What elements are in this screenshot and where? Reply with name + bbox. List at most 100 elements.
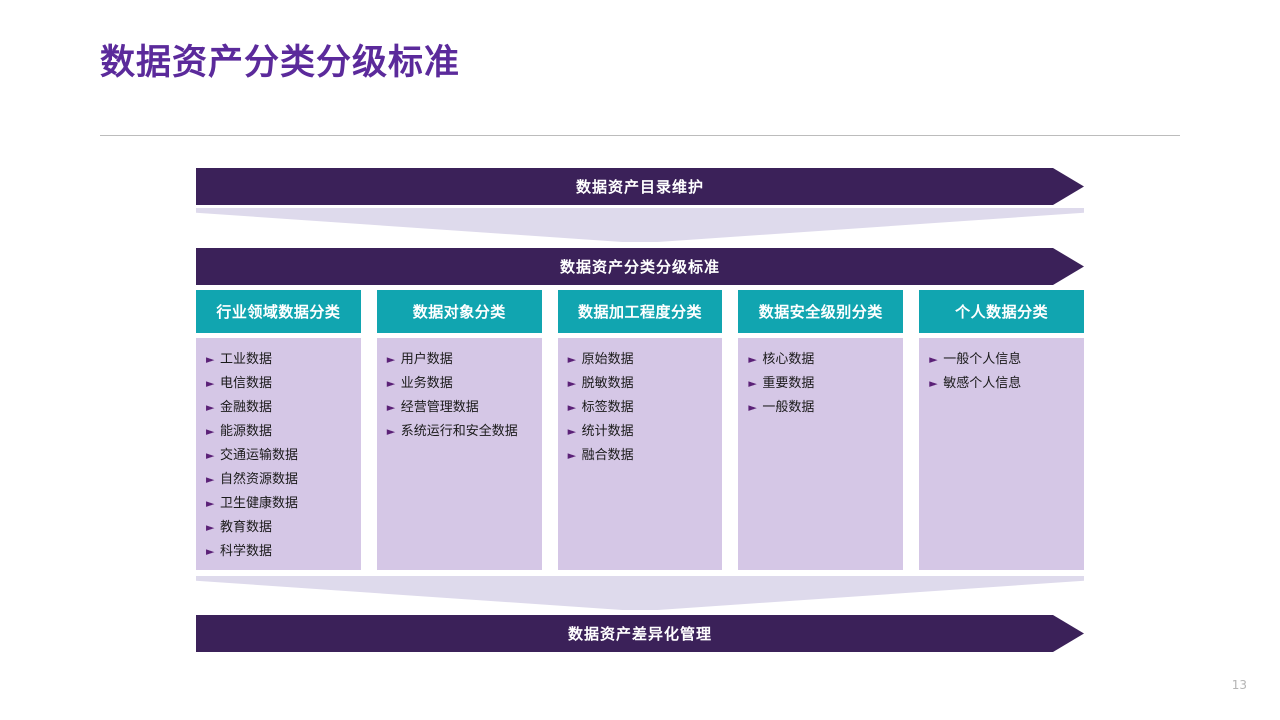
column-body-security-level: ► 核心数据 ► 重要数据 ► 一般数据: [738, 338, 904, 570]
list-item-label: 交通运输数据: [220, 448, 299, 463]
list-item-label: 金融数据: [220, 400, 273, 415]
banner-top-label: 数据资产目录维护: [575, 178, 704, 196]
column-data-object: 数据对象分类 ► 用户数据 ► 业务数据 ► 经营管理数据: [376, 290, 542, 570]
banner-differentiated-management[interactable]: 数据资产差异化管理: [196, 615, 1084, 652]
banner-bottom-label: 数据资产差异化管理: [567, 625, 712, 643]
list-item-label: 重要数据: [762, 376, 815, 391]
triangle-bullet-icon: ►: [386, 401, 396, 414]
list-item[interactable]: ► 经营管理数据: [387, 396, 534, 420]
list-item-label: 系统运行和安全数据: [400, 424, 518, 439]
category-list: ► 用户数据 ► 业务数据 ► 经营管理数据 ► 系统运行和安全数据: [387, 348, 534, 444]
list-item[interactable]: ► 教育数据: [206, 516, 353, 540]
list-item-label: 能源数据: [220, 424, 273, 439]
triangle-bullet-icon: ►: [206, 377, 215, 390]
triangle-bullet-icon: ►: [206, 449, 215, 462]
list-item[interactable]: ► 脱敏数据: [568, 372, 715, 396]
list-item-label: 原始数据: [581, 352, 634, 367]
triangle-bullet-icon: ►: [386, 377, 396, 390]
list-item-label: 工业数据: [220, 352, 273, 367]
list-item[interactable]: ► 一般个人信息: [929, 348, 1076, 372]
banner-catalog-maintenance[interactable]: 数据资产目录维护: [196, 168, 1084, 205]
column-security-level: 数据安全级别分类 ► 核心数据 ► 重要数据 ► 一般数据: [738, 290, 904, 570]
list-item-label: 用户数据: [400, 352, 453, 367]
list-item-label: 敏感个人信息: [943, 376, 1022, 391]
triangle-bullet-icon: ►: [567, 449, 577, 462]
list-item[interactable]: ► 原始数据: [568, 348, 715, 372]
triangle-bullet-icon: ►: [206, 497, 215, 510]
list-item[interactable]: ► 标签数据: [568, 396, 715, 420]
category-list: ► 原始数据 ► 脱敏数据 ► 标签数据 ► 统计数据: [568, 348, 715, 468]
list-item-label: 经营管理数据: [400, 400, 479, 415]
list-item[interactable]: ► 工业数据: [206, 348, 353, 372]
category-columns: 行业领域数据分类 ► 工业数据 ► 电信数据 ► 金融数据: [196, 290, 1084, 570]
list-item[interactable]: ► 自然资源数据: [206, 468, 353, 492]
title-divider: [100, 135, 1180, 136]
triangle-bullet-icon: ►: [206, 521, 215, 534]
list-item[interactable]: ► 电信数据: [206, 372, 353, 396]
column-header-industry-domain[interactable]: 行业领域数据分类: [196, 290, 361, 333]
column-body-data-object: ► 用户数据 ► 业务数据 ► 经营管理数据 ► 系统运行和安全数据: [376, 338, 542, 570]
banner-mid-label: 数据资产分类分级标准: [559, 258, 720, 276]
column-personal-data: 个人数据分类 ► 一般个人信息 ► 敏感个人信息: [919, 290, 1084, 570]
column-header-security-level[interactable]: 数据安全级别分类: [738, 290, 904, 333]
list-item-label: 核心数据: [762, 352, 815, 367]
banner-classification-standard[interactable]: 数据资产分类分级标准: [196, 248, 1084, 285]
list-item[interactable]: ► 敏感个人信息: [929, 372, 1076, 396]
connector-bottom-arrow: [196, 576, 1084, 610]
triangle-bullet-icon: ►: [748, 377, 757, 390]
list-item[interactable]: ► 统计数据: [568, 420, 715, 444]
list-item-label: 电信数据: [220, 376, 273, 391]
list-item[interactable]: ► 系统运行和安全数据: [387, 420, 534, 444]
column-header-personal-data[interactable]: 个人数据分类: [919, 290, 1084, 333]
triangle-bullet-icon: ►: [206, 353, 215, 366]
list-item[interactable]: ► 科学数据: [206, 540, 353, 564]
list-item-label: 标签数据: [581, 400, 634, 415]
list-item-label: 业务数据: [400, 376, 453, 391]
column-body-personal-data: ► 一般个人信息 ► 敏感个人信息: [919, 338, 1084, 570]
page-title: 数据资产分类分级标准: [100, 43, 461, 83]
column-header-label: 数据对象分类: [412, 303, 506, 321]
triangle-bullet-icon: ►: [748, 401, 757, 414]
list-item[interactable]: ► 能源数据: [206, 420, 353, 444]
connector-top-arrow: [196, 208, 1084, 242]
triangle-bullet-icon: ►: [929, 353, 938, 366]
column-header-label: 个人数据分类: [955, 303, 1049, 321]
classification-diagram: 数据资产目录维护 数据资产分类分级标准 行业领域数据分类 ► 工业数据 ► 电信…: [196, 168, 1084, 652]
list-item[interactable]: ► 核心数据: [748, 348, 895, 372]
list-item[interactable]: ► 一般数据: [748, 396, 895, 420]
list-item-label: 教育数据: [220, 520, 273, 535]
category-list: ► 一般个人信息 ► 敏感个人信息: [929, 348, 1076, 396]
list-item[interactable]: ► 卫生健康数据: [206, 492, 353, 516]
triangle-bullet-icon: ►: [567, 377, 577, 390]
column-body-processing-level: ► 原始数据 ► 脱敏数据 ► 标签数据 ► 统计数据: [557, 338, 723, 570]
column-header-data-object[interactable]: 数据对象分类: [376, 290, 542, 333]
list-item-label: 统计数据: [581, 424, 634, 439]
triangle-bullet-icon: ►: [567, 353, 577, 366]
list-item-label: 科学数据: [220, 544, 273, 559]
triangle-bullet-icon: ►: [206, 545, 215, 558]
triangle-bullet-icon: ►: [386, 425, 396, 438]
triangle-bullet-icon: ►: [386, 353, 396, 366]
column-header-label: 数据安全级别分类: [758, 303, 883, 321]
column-processing-level: 数据加工程度分类 ► 原始数据 ► 脱敏数据 ► 标签数据: [557, 290, 723, 570]
column-header-label: 数据加工程度分类: [577, 303, 702, 321]
list-item[interactable]: ► 重要数据: [748, 372, 895, 396]
column-industry-domain: 行业领域数据分类 ► 工业数据 ► 电信数据 ► 金融数据: [196, 290, 361, 570]
list-item-label: 一般个人信息: [943, 352, 1022, 367]
category-list: ► 工业数据 ► 电信数据 ► 金融数据 ► 能源数据: [206, 348, 353, 564]
triangle-bullet-icon: ►: [206, 425, 215, 438]
column-header-label: 行业领域数据分类: [216, 303, 341, 321]
list-item[interactable]: ► 金融数据: [206, 396, 353, 420]
list-item[interactable]: ► 业务数据: [387, 372, 534, 396]
triangle-bullet-icon: ►: [567, 425, 577, 438]
list-item-label: 自然资源数据: [220, 472, 299, 487]
triangle-bullet-icon: ►: [748, 353, 757, 366]
triangle-bullet-icon: ►: [206, 401, 215, 414]
page-number: 13: [1231, 678, 1247, 692]
list-item-label: 融合数据: [581, 448, 634, 463]
list-item-label: 脱敏数据: [581, 376, 634, 391]
list-item[interactable]: ► 融合数据: [568, 444, 715, 468]
list-item[interactable]: ► 交通运输数据: [206, 444, 353, 468]
column-header-processing-level[interactable]: 数据加工程度分类: [557, 290, 723, 333]
list-item[interactable]: ► 用户数据: [387, 348, 534, 372]
